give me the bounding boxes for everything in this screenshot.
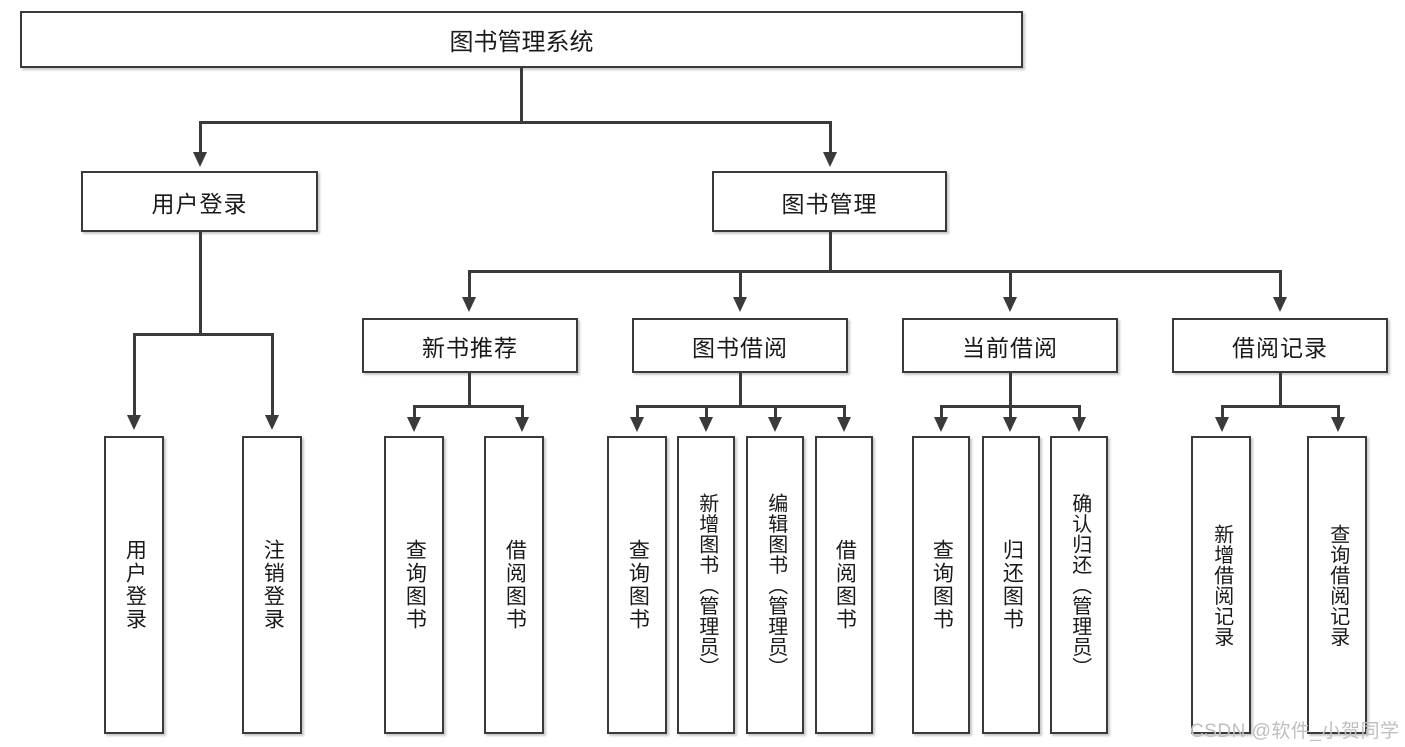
node-label: 图书借阅 <box>692 334 788 361</box>
node-leaf-query-record[interactable]: 查询借阅记录 <box>1307 436 1367 734</box>
node-book-manage[interactable]: 图书管理 <box>712 171 947 232</box>
node-label: 查询图书 <box>403 539 427 631</box>
node-leaf-return-book[interactable]: 归还图书 <box>982 436 1040 734</box>
connector-book-borrow-stem <box>739 373 742 407</box>
node-label: 借阅记录 <box>1232 334 1328 361</box>
arrow-to-leaf-query-book-3 <box>934 417 948 432</box>
connector-book-manage-stem <box>829 232 832 272</box>
node-user-login[interactable]: 用户登录 <box>81 171 318 232</box>
connector-to-leaf-user-login <box>133 333 136 416</box>
node-leaf-add-book[interactable]: 新增图书（管理员） <box>677 436 735 734</box>
node-label: 用户登录 <box>151 190 248 217</box>
arrow-to-leaf-edit-book <box>768 417 782 432</box>
connector-to-new-book-rec <box>468 270 471 298</box>
arrow-to-new-book-rec <box>462 297 476 312</box>
node-label: 查询借阅记录 <box>1326 523 1349 647</box>
node-label: 新增图书（管理员） <box>695 492 718 678</box>
node-label: 确认归还（管理员） <box>1068 492 1091 678</box>
connector-to-book-manage <box>829 121 832 153</box>
connector-to-leaf-borrow-book-2 <box>843 405 846 419</box>
node-leaf-edit-book[interactable]: 编辑图书（管理员） <box>746 436 804 734</box>
node-label: 归还图书 <box>1000 539 1024 631</box>
connector-user-login-bus <box>133 333 273 336</box>
node-leaf-add-record[interactable]: 新增借阅记录 <box>1191 436 1251 734</box>
csdn-watermark: CSDN @软件_小贺同学 <box>1190 721 1400 742</box>
node-leaf-query-book-3[interactable]: 查询图书 <box>912 436 970 734</box>
node-leaf-borrow-book-2[interactable]: 借阅图书 <box>815 436 873 734</box>
connector-level3-bus <box>468 270 1280 273</box>
connector-level2-bus <box>199 121 831 124</box>
node-label: 图书管理 <box>781 190 878 217</box>
arrow-to-leaf-add-book <box>699 417 713 432</box>
connector-to-borrow-record <box>1279 270 1282 298</box>
node-label: 用户登录 <box>123 539 147 631</box>
node-current-borrow[interactable]: 当前借阅 <box>902 318 1118 373</box>
connector-user-login-stem <box>199 232 202 335</box>
connector-root-stem <box>520 68 523 123</box>
arrow-to-current-borrow <box>1003 297 1017 312</box>
node-label: 新书推荐 <box>422 334 518 361</box>
connector-to-leaf-add-book <box>705 405 708 419</box>
connector-to-leaf-query-record <box>1337 405 1340 419</box>
node-label: 新增借阅记录 <box>1210 523 1233 647</box>
connector-current-borrow-stem <box>1009 373 1012 407</box>
connector-borrow-record-bus <box>1221 405 1339 408</box>
connector-new-book-rec-bus <box>413 405 523 408</box>
node-leaf-confirm-return[interactable]: 确认归还（管理员） <box>1050 436 1108 734</box>
connector-to-user-login <box>199 121 202 153</box>
node-leaf-logout[interactable]: 注销登录 <box>242 436 302 734</box>
node-book-borrow[interactable]: 图书借阅 <box>632 318 848 373</box>
node-borrow-record[interactable]: 借阅记录 <box>1172 318 1388 373</box>
node-leaf-borrow-book-1[interactable]: 借阅图书 <box>484 436 544 734</box>
connector-to-leaf-query-book-1 <box>413 405 416 419</box>
arrow-to-leaf-return-book <box>1003 417 1017 432</box>
arrow-to-leaf-add-record <box>1215 417 1229 432</box>
arrow-to-book-manage <box>823 152 837 167</box>
arrow-to-leaf-borrow-book-2 <box>837 417 851 432</box>
connector-to-leaf-confirm-return <box>1078 405 1081 419</box>
arrow-to-borrow-record <box>1273 297 1287 312</box>
arrow-to-leaf-logout <box>265 415 279 430</box>
arrow-to-book-borrow <box>733 297 747 312</box>
node-label: 编辑图书（管理员） <box>764 492 787 678</box>
arrow-to-leaf-borrow-book-1 <box>515 417 529 432</box>
arrow-to-leaf-query-record <box>1331 417 1345 432</box>
connector-to-leaf-borrow-book-1 <box>521 405 524 419</box>
connector-to-leaf-add-record <box>1221 405 1224 419</box>
connector-to-leaf-logout <box>271 333 274 416</box>
arrow-to-leaf-query-book-1 <box>407 417 421 432</box>
arrow-to-leaf-query-book-2 <box>630 417 644 432</box>
node-label: 查询图书 <box>930 539 954 631</box>
arrow-to-leaf-confirm-return <box>1072 417 1086 432</box>
connector-to-leaf-return-book <box>1009 405 1012 419</box>
node-label: 借阅图书 <box>833 539 857 631</box>
node-label: 借阅图书 <box>503 539 527 631</box>
connector-book-borrow-bus <box>636 405 844 408</box>
connector-to-book-borrow <box>739 270 742 298</box>
connector-borrow-record-stem <box>1279 373 1282 407</box>
arrow-to-user-login <box>193 152 207 167</box>
connector-to-leaf-edit-book <box>774 405 777 419</box>
node-label: 当前借阅 <box>962 334 1058 361</box>
node-root-book-management-system[interactable]: 图书管理系统 <box>20 11 1023 68</box>
node-label: 查询图书 <box>626 539 650 631</box>
connector-to-leaf-query-book-2 <box>636 405 639 419</box>
connector-to-current-borrow <box>1009 270 1012 298</box>
node-label: 注销登录 <box>261 539 285 631</box>
node-new-book-rec[interactable]: 新书推荐 <box>362 318 578 373</box>
node-leaf-query-book-1[interactable]: 查询图书 <box>384 436 444 734</box>
connector-new-book-rec-stem <box>468 373 471 407</box>
node-leaf-query-book-2[interactable]: 查询图书 <box>607 436 667 734</box>
node-label: 图书管理系统 <box>449 29 594 56</box>
arrow-to-leaf-user-login <box>127 415 141 430</box>
connector-to-leaf-query-book-3 <box>940 405 943 419</box>
node-leaf-user-login[interactable]: 用户登录 <box>104 436 164 734</box>
